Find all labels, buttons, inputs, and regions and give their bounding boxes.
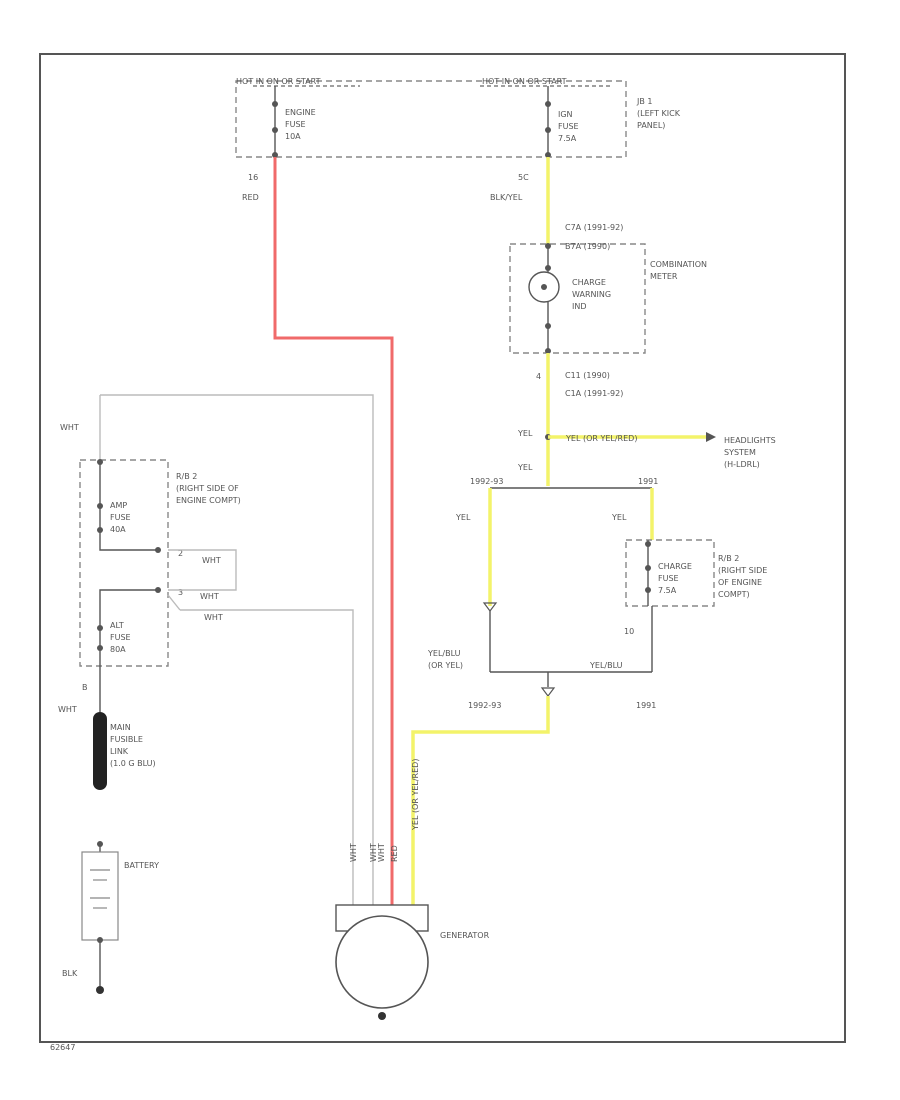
meter-out-pin-num: 4	[536, 372, 541, 381]
fusible-link-icon	[93, 712, 107, 790]
yelblu-left-label: YEL/BLU (OR YEL)	[427, 649, 463, 670]
meter-out-pin-labels: C11 (1990) C1A (1991-92)	[565, 371, 623, 398]
combination-meter-box	[509, 243, 646, 354]
red-wire	[273, 157, 394, 905]
yel-label-2: YEL	[517, 463, 533, 472]
wht-top-label: WHT	[60, 423, 79, 432]
yelblu-right-label: YEL/BLU	[589, 661, 623, 670]
battery-label: BATTERY	[124, 861, 159, 870]
wht-wire-secondary	[180, 609, 354, 905]
jb1-label: JB 1 (LEFT KICK PANEL)	[636, 97, 683, 130]
svg-text:RED: RED	[390, 845, 399, 862]
battery-icon	[81, 851, 119, 941]
fusible-link-label: MAIN FUSIBLE LINK (1.0 G BLU)	[110, 723, 156, 768]
pin-3: 3	[178, 588, 183, 597]
yel-wire-generator	[411, 696, 550, 905]
hot-bar-left-label: HOT IN ON OR START	[236, 77, 321, 86]
engine-fuse-pin: 16	[248, 173, 258, 182]
svg-text:WHT: WHT	[349, 843, 358, 862]
fuse-box-jb1	[235, 80, 627, 158]
diagram-frame	[39, 53, 846, 1043]
generator-icon	[335, 915, 429, 1009]
ign-fuse-pin: 5C	[518, 173, 529, 182]
yel-label-1: YEL	[517, 429, 533, 438]
generator-wire-labels: WHT WHT WHT RED YEL (OR YEL/RED)	[349, 759, 420, 862]
wht-loop-label: WHT	[202, 556, 221, 565]
yel-left-label: YEL	[455, 513, 471, 522]
engine-fuse-label: ENGINE FUSE 10A	[285, 108, 318, 141]
split-label-left: 1992-93	[470, 477, 503, 486]
charge-lamp-label: CHARGE WARNING IND	[572, 278, 614, 311]
svg-text:WHT: WHT	[377, 843, 386, 862]
combination-meter-label: COMBINATION METER	[650, 260, 710, 281]
rb2-charge-label: R/B 2 (RIGHT SIDE OF ENGINE COMPT)	[718, 554, 770, 599]
junction-label-right: 1991	[636, 701, 656, 710]
wht-link-label: WHT	[58, 705, 77, 714]
hot-bar-right-label: HOT IN ON OR START	[482, 77, 567, 86]
wht-mid-label: WHT	[200, 592, 219, 601]
yel-right-label: YEL	[611, 513, 627, 522]
engine-fuse-wire-label: RED	[242, 193, 259, 202]
charge-fuse-label: CHARGE FUSE 7.5A	[658, 562, 694, 595]
rb2-main-label: R/B 2 (RIGHT SIDE OF ENGINE COMPT)	[176, 472, 241, 505]
alt-fuse-label: ALT FUSE 80A	[110, 621, 133, 654]
figure-id: 62647	[50, 1043, 75, 1052]
headlights-system-label: HEADLIGHTS SYSTEM (H-LDRL)	[724, 436, 778, 469]
wht-wire-main	[100, 394, 374, 905]
wht-loop-wire	[168, 549, 237, 591]
pin-b: B	[82, 683, 88, 692]
ign-fuse-wire-label: BLK/YEL	[490, 193, 523, 202]
blk-label: BLK	[62, 969, 78, 978]
ign-fuse-label: IGN FUSE 7.5A	[558, 110, 581, 143]
generator-label: GENERATOR	[440, 931, 490, 940]
rb2-main-box	[79, 459, 169, 667]
pin-2: 2	[178, 549, 183, 558]
charge-pin: 10	[624, 627, 634, 636]
split-label-right: 1991	[638, 477, 658, 486]
wht-mid2-label: WHT	[204, 613, 223, 622]
svg-text:WHT: WHT	[369, 843, 378, 862]
yel-or-yelred-label: YEL (OR YEL/RED)	[565, 434, 637, 443]
amp-fuse-label: AMP FUSE 40A	[110, 501, 133, 534]
svg-text:YEL (OR YEL/RED): YEL (OR YEL/RED)	[411, 759, 420, 831]
junction-label-left: 1992-93	[468, 701, 501, 710]
meter-pin-labels: C7A (1991-92) B7A (1990)	[565, 223, 626, 251]
charge-fuse-box	[625, 539, 715, 607]
